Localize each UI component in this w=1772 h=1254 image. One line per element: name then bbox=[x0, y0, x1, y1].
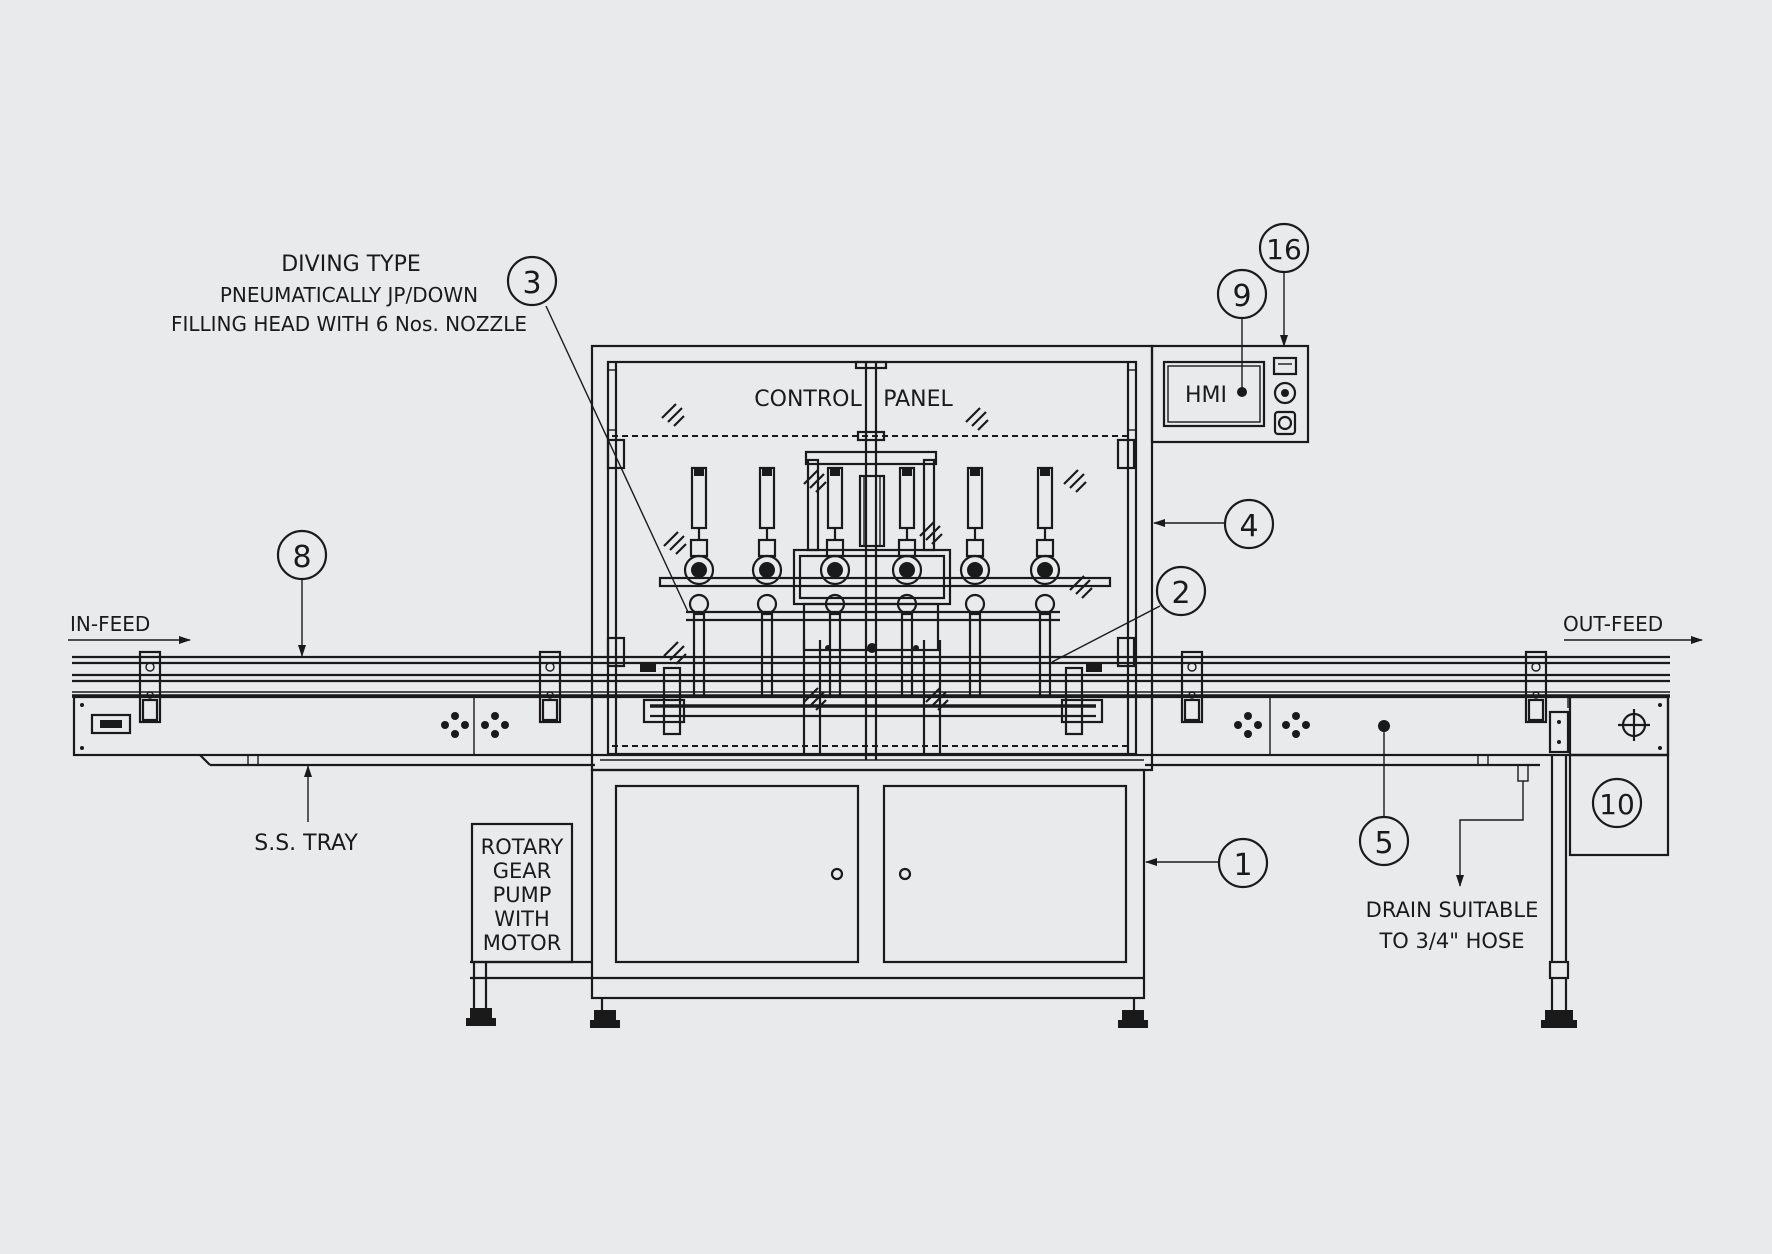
nozzle bbox=[891, 466, 923, 698]
svg-text:16: 16 bbox=[1266, 233, 1302, 266]
cabinet-door-left bbox=[614, 784, 860, 964]
svg-text:10: 10 bbox=[1599, 788, 1635, 821]
drain-label-line1: DRAIN SUITABLE bbox=[1366, 898, 1539, 922]
pump-label: ROTARY GEAR PUMP WITH MOTOR bbox=[481, 835, 564, 955]
control-label: CONTROL bbox=[754, 387, 862, 412]
callout-16: 16 bbox=[1258, 222, 1310, 274]
hmi-label: HMI bbox=[1185, 383, 1227, 408]
rail-bracket bbox=[538, 650, 562, 724]
svg-text:ROTARY: ROTARY bbox=[481, 835, 564, 859]
callout-1: 1 bbox=[1217, 837, 1269, 889]
rail-bracket bbox=[1524, 650, 1548, 724]
callout-3: 3 bbox=[506, 255, 558, 307]
callout-5: 5 bbox=[1358, 815, 1410, 867]
bolt-pattern bbox=[1282, 712, 1310, 738]
machine-enclosure bbox=[590, 344, 1154, 772]
bolt-pattern bbox=[481, 712, 509, 738]
svg-text:MOTOR: MOTOR bbox=[483, 931, 562, 955]
usb-port-icon bbox=[1272, 356, 1298, 376]
diving-type-line3: FILLING HEAD WITH 6 Nos. NOZZLE bbox=[171, 312, 527, 336]
pump-box bbox=[470, 822, 574, 964]
svg-text:5: 5 bbox=[1374, 826, 1393, 861]
svg-text:PUMP: PUMP bbox=[493, 883, 552, 907]
ss-tray-label: S.S. TRAY bbox=[254, 831, 358, 856]
in-feed-label: IN-FEED bbox=[70, 612, 150, 636]
nozzle bbox=[751, 466, 783, 698]
hmi-screen bbox=[1162, 360, 1266, 428]
svg-text:4: 4 bbox=[1239, 509, 1258, 544]
emergency-stop-icon bbox=[1273, 410, 1297, 436]
svg-text:9: 9 bbox=[1232, 279, 1251, 314]
bolt-pattern bbox=[1234, 712, 1262, 738]
glass-hatch bbox=[661, 403, 1093, 711]
diving-type-line2: PNEUMATICALLY JP/DOWN bbox=[220, 283, 478, 307]
svg-text:3: 3 bbox=[522, 266, 541, 301]
sprocket-icon bbox=[1567, 695, 1670, 757]
control-panel-box bbox=[1150, 344, 1310, 444]
callout-8: 8 bbox=[276, 529, 328, 581]
filling-head bbox=[640, 360, 1112, 760]
svg-text:1: 1 bbox=[1233, 848, 1252, 883]
svg-text:GEAR: GEAR bbox=[493, 859, 552, 883]
nozzle bbox=[1029, 466, 1061, 698]
callout-4: 4 bbox=[1223, 498, 1275, 550]
power-button-icon bbox=[1273, 381, 1297, 405]
rail-bracket bbox=[1180, 650, 1204, 724]
bolt-pattern bbox=[441, 712, 469, 738]
callout-9: 9 bbox=[1216, 268, 1268, 320]
cabinet-door-right bbox=[882, 784, 1128, 964]
drain-label-line2: TO 3/4" HOSE bbox=[1378, 929, 1524, 953]
nozzle bbox=[683, 466, 715, 698]
callout-2: 2 bbox=[1155, 565, 1207, 617]
machine-base bbox=[466, 768, 1148, 1028]
panel-label: PANEL bbox=[883, 387, 953, 412]
svg-text:WITH: WITH bbox=[494, 907, 550, 931]
svg-text:2: 2 bbox=[1171, 576, 1190, 611]
out-feed-label: OUT-FEED bbox=[1563, 612, 1663, 636]
diving-type-title: DIVING TYPE bbox=[281, 252, 421, 277]
nozzle bbox=[959, 466, 991, 698]
sensor-point bbox=[1378, 720, 1390, 732]
svg-text:8: 8 bbox=[292, 540, 311, 575]
rail-bracket bbox=[138, 650, 162, 724]
callout-10: 10 bbox=[1591, 777, 1643, 829]
conveyor bbox=[72, 650, 1670, 1028]
leader-lines bbox=[68, 272, 1703, 887]
nozzle bbox=[819, 466, 851, 698]
